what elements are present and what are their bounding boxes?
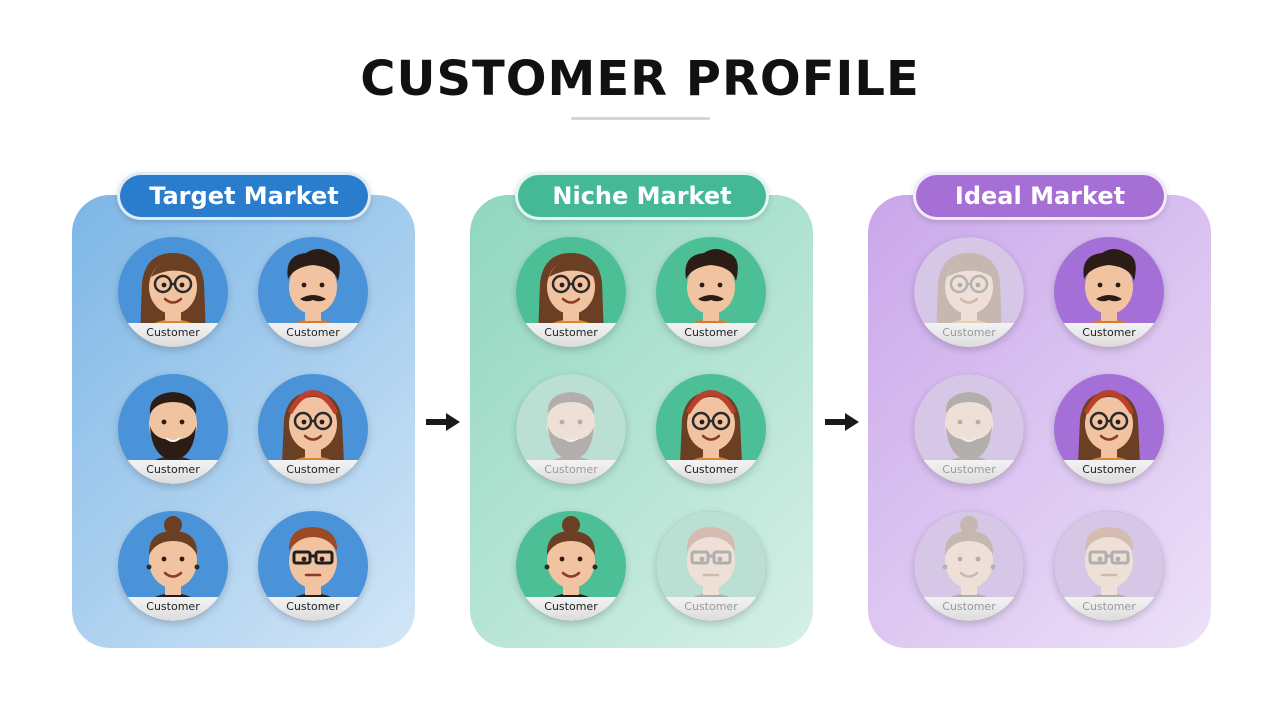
avatar-grid: Customer Customer Customer Customer Cu <box>118 237 368 621</box>
avatar-grid: Customer Customer Customer Customer Cu <box>516 237 766 621</box>
avatar-caption: Customer <box>524 323 618 347</box>
customer-avatar-man-redhair-glasses: Customer <box>656 511 766 621</box>
avatar-caption: Customer <box>524 460 618 484</box>
panel-label: Niche Market <box>515 172 769 220</box>
customer-avatar-man-redhair-glasses: Customer <box>1054 511 1164 621</box>
customer-avatar-woman-glasses: Customer <box>516 237 626 347</box>
avatar-caption: Customer <box>1062 597 1156 621</box>
avatar-grid: Customer Customer Customer Customer Cu <box>914 237 1164 621</box>
avatar-caption: Customer <box>664 460 758 484</box>
customer-avatar-woman-bun: Customer <box>516 511 626 621</box>
title-underline <box>571 117 710 120</box>
avatar-caption: Customer <box>126 597 220 621</box>
avatar-caption: Customer <box>922 323 1016 347</box>
customer-avatar-woman-bun: Customer <box>914 511 1024 621</box>
customer-avatar-man-mustache: Customer <box>656 237 766 347</box>
avatar-caption: Customer <box>1062 460 1156 484</box>
panel-label: Ideal Market <box>913 172 1167 220</box>
avatar-caption: Customer <box>922 460 1016 484</box>
customer-avatar-man-beard: Customer <box>914 374 1024 484</box>
customer-avatar-woman-headband: Customer <box>1054 374 1164 484</box>
avatar-caption: Customer <box>266 597 360 621</box>
customer-avatar-man-beard: Customer <box>118 374 228 484</box>
customer-avatar-woman-headband: Customer <box>258 374 368 484</box>
customer-avatar-man-redhair-glasses: Customer <box>258 511 368 621</box>
avatar-caption: Customer <box>922 597 1016 621</box>
panel-target-market: Target Market Customer Customer Customer <box>72 172 415 648</box>
customer-avatar-man-mustache: Customer <box>258 237 368 347</box>
panel-niche-market: Niche Market Customer Customer Customer <box>470 172 813 648</box>
avatar-caption: Customer <box>664 323 758 347</box>
avatar-caption: Customer <box>126 323 220 347</box>
avatar-caption: Customer <box>524 597 618 621</box>
arrow-right-icon <box>825 413 859 431</box>
customer-avatar-man-mustache: Customer <box>1054 237 1164 347</box>
customer-avatar-man-beard: Customer <box>516 374 626 484</box>
customer-avatar-woman-headband: Customer <box>656 374 766 484</box>
avatar-caption: Customer <box>1062 323 1156 347</box>
customer-avatar-woman-glasses: Customer <box>118 237 228 347</box>
arrow-right-icon <box>426 413 460 431</box>
customer-avatar-woman-bun: Customer <box>118 511 228 621</box>
panel-ideal-market: Ideal Market Customer Customer Customer <box>868 172 1211 648</box>
page-title: CUSTOMER PROFILE <box>360 51 920 107</box>
avatar-caption: Customer <box>126 460 220 484</box>
avatar-caption: Customer <box>266 460 360 484</box>
panel-label: Target Market <box>117 172 371 220</box>
avatar-caption: Customer <box>664 597 758 621</box>
customer-avatar-woman-glasses: Customer <box>914 237 1024 347</box>
avatar-caption: Customer <box>266 323 360 347</box>
